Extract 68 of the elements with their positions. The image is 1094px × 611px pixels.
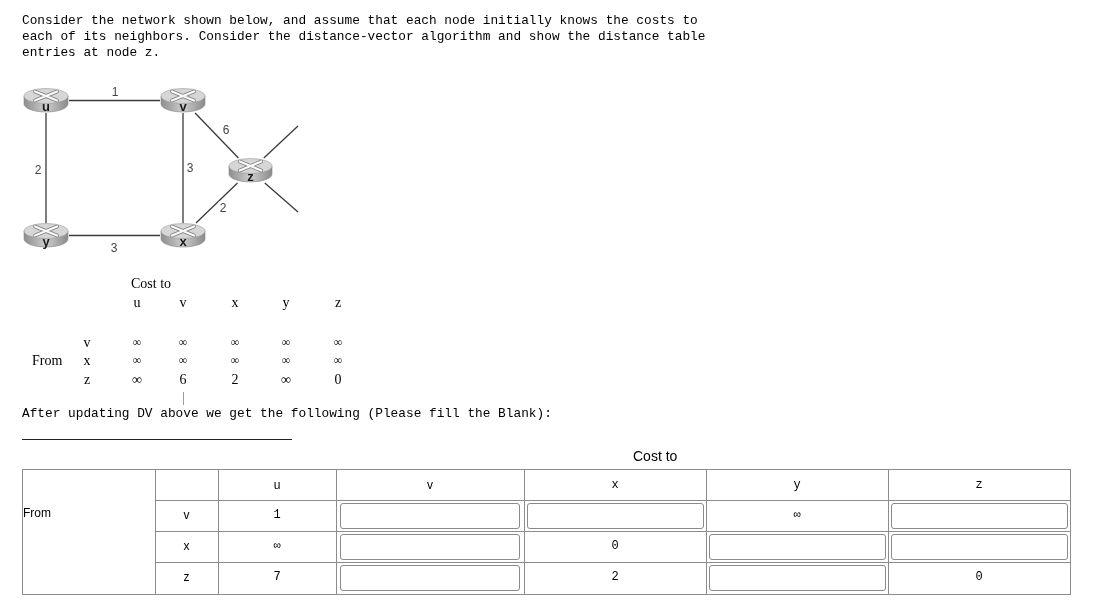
row-header: v bbox=[83, 334, 91, 352]
node-label: z bbox=[247, 170, 254, 183]
table-heading: Cost to bbox=[633, 447, 678, 465]
edge-label: 6 bbox=[221, 123, 231, 137]
edge-label: 1 bbox=[110, 85, 120, 99]
row-header: x bbox=[183, 540, 190, 554]
row-header: x bbox=[83, 352, 91, 370]
table-value: 2 bbox=[231, 371, 239, 389]
link-line bbox=[182, 112, 184, 224]
edge-label: 3 bbox=[185, 161, 195, 175]
row-group-header: From bbox=[23, 507, 51, 521]
table-value: ∞ bbox=[333, 354, 343, 368]
link-line bbox=[68, 99, 161, 102]
table-value: ∞ bbox=[333, 336, 343, 350]
table-value: ∞ bbox=[281, 371, 291, 389]
router-node bbox=[160, 88, 206, 113]
row-header: z bbox=[83, 371, 91, 389]
column-header: z bbox=[334, 294, 342, 312]
row-header: z bbox=[183, 571, 190, 585]
column-header: u bbox=[133, 294, 141, 312]
question-text: Consider the network shown below, and assume that each node initially knows the costs to each of its neighbors. Consider the distance-vector algorithm and show the distance table entries at node z. bbox=[22, 13, 707, 61]
router-node bbox=[160, 223, 206, 248]
table-value: 0 bbox=[334, 371, 342, 389]
table-value: 2 bbox=[611, 571, 619, 585]
table-value: ∞ bbox=[178, 336, 188, 350]
instruction-text: After updating DV above we get the following (Please fill the Blank): bbox=[22, 406, 552, 422]
row-header: v bbox=[183, 509, 190, 523]
table-value: ∞ bbox=[273, 540, 281, 554]
column-header: x bbox=[231, 294, 239, 312]
link-line bbox=[195, 182, 239, 224]
table-value: 7 bbox=[273, 571, 281, 585]
node-label: x bbox=[179, 235, 187, 248]
router-node bbox=[228, 158, 273, 183]
link-line bbox=[263, 125, 299, 159]
column-header: z bbox=[975, 479, 983, 493]
edge-label: 3 bbox=[109, 241, 119, 255]
table-value: ∞ bbox=[132, 354, 142, 368]
table-value: ∞ bbox=[132, 371, 142, 389]
router-node bbox=[23, 88, 69, 113]
column-header: y bbox=[282, 294, 290, 312]
column-header: x bbox=[611, 479, 619, 493]
table-heading: Cost to bbox=[131, 275, 172, 293]
row-group-header: From bbox=[32, 352, 63, 370]
column-header: v bbox=[427, 479, 433, 493]
table-value: ∞ bbox=[230, 354, 240, 368]
router-node bbox=[23, 223, 69, 248]
table-value: 0 bbox=[975, 571, 983, 585]
table-value: ∞ bbox=[281, 354, 291, 368]
table-value: ∞ bbox=[281, 336, 291, 350]
link-line bbox=[45, 112, 47, 224]
table-value: ∞ bbox=[793, 509, 801, 523]
table-value: 0 bbox=[611, 540, 619, 554]
table-value: 6 bbox=[179, 371, 187, 389]
edge-label: 2 bbox=[33, 163, 43, 177]
table-value: ∞ bbox=[132, 336, 142, 350]
table-value: ∞ bbox=[178, 354, 188, 368]
link-line bbox=[68, 234, 161, 237]
table-value: ∞ bbox=[230, 336, 240, 350]
edge-label: 2 bbox=[218, 201, 228, 215]
link-line bbox=[194, 112, 240, 159]
table-value: 1 bbox=[273, 509, 281, 523]
link-line bbox=[264, 182, 299, 213]
column-header: y bbox=[793, 479, 801, 493]
column-header: u bbox=[273, 479, 281, 493]
node-label: y bbox=[42, 235, 50, 248]
node-label: u bbox=[42, 100, 50, 113]
column-header: v bbox=[179, 294, 187, 312]
node-label: v bbox=[179, 100, 187, 113]
